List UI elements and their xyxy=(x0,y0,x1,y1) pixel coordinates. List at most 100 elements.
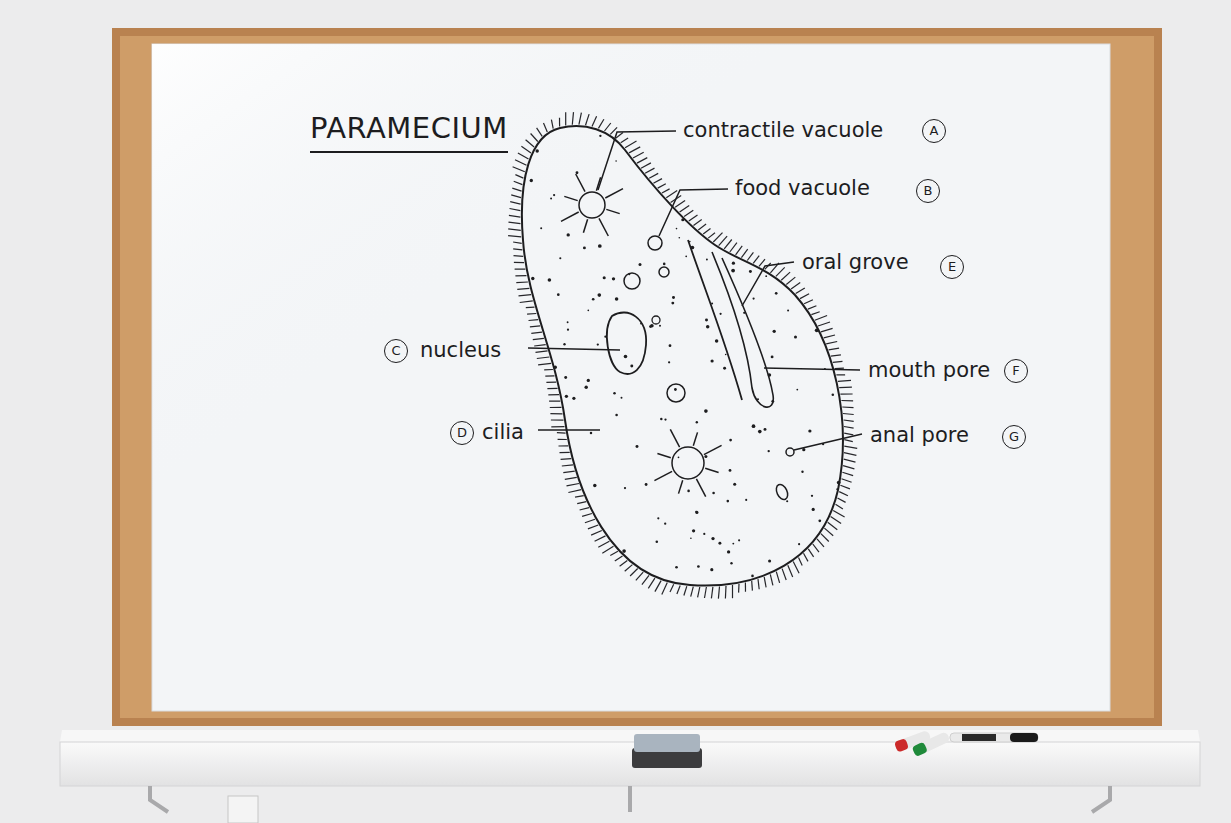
cilium xyxy=(719,236,727,246)
cilium xyxy=(513,242,522,243)
wall-outlet xyxy=(228,796,258,823)
cilium xyxy=(741,249,747,258)
cytoplasm-dot xyxy=(557,293,560,296)
cilium xyxy=(582,514,592,517)
cytoplasm-dot xyxy=(691,246,695,250)
cytoplasm-dot xyxy=(550,198,552,200)
cilium xyxy=(565,477,577,479)
part-label: mouth pore xyxy=(868,360,990,381)
cilium xyxy=(844,459,856,462)
cytoplasm-dot xyxy=(678,456,680,458)
cytoplasm-dot xyxy=(587,309,589,311)
cytoplasm-dot xyxy=(567,233,570,236)
cytoplasm-dot xyxy=(704,409,708,413)
cilium xyxy=(514,255,524,257)
cytoplasm-dot xyxy=(553,194,555,196)
cytoplasm-dot xyxy=(727,500,730,503)
radial-canal xyxy=(705,468,718,472)
cytoplasm-dot xyxy=(645,483,648,486)
cilium xyxy=(605,123,611,131)
cilium xyxy=(514,262,524,264)
cilium xyxy=(843,414,854,415)
cytoplasm-dot xyxy=(672,296,675,299)
cytoplasm-dot xyxy=(678,237,680,239)
cytoplasm-dot xyxy=(764,428,767,431)
cytoplasm-dot xyxy=(732,262,735,265)
cilium xyxy=(824,335,835,338)
cilium xyxy=(842,472,853,475)
cilium xyxy=(534,345,546,346)
cilium xyxy=(549,401,560,402)
cytoplasm-dot xyxy=(690,537,692,539)
cytoplasm-dot xyxy=(650,324,654,328)
cytoplasm-dot xyxy=(733,483,736,486)
cilium xyxy=(520,301,533,303)
cytoplasm-dot xyxy=(636,445,639,448)
cytoplasm-dot xyxy=(710,568,713,571)
cilium xyxy=(575,496,584,498)
cilium xyxy=(662,189,670,193)
cilium xyxy=(513,249,522,250)
shelf-bracket xyxy=(1092,786,1110,812)
cilium xyxy=(843,466,854,469)
leader-line xyxy=(598,131,676,190)
cytoplasm-dot xyxy=(812,508,815,511)
cilium xyxy=(550,413,562,414)
cilium xyxy=(658,184,666,188)
cytoplasm-dot xyxy=(613,392,616,395)
oral-groove-line xyxy=(688,240,742,400)
cilium xyxy=(711,587,713,599)
cytoplasm-dot xyxy=(725,354,727,356)
cilium xyxy=(615,556,623,561)
cilium xyxy=(670,584,674,592)
cilium xyxy=(598,541,609,547)
cytoplasm-dot xyxy=(808,429,811,432)
cilium xyxy=(621,138,628,143)
part-label: nucleus xyxy=(420,340,501,361)
cytoplasm-dot xyxy=(572,397,575,400)
cytoplasm-dot xyxy=(765,275,767,277)
cilium xyxy=(588,525,598,529)
cytoplasm-dot xyxy=(622,549,626,553)
cilium xyxy=(680,205,690,212)
cytoplasm-dot xyxy=(576,171,579,174)
cilium xyxy=(531,134,538,142)
cytoplasm-dot xyxy=(697,565,700,568)
callout-letter: B xyxy=(916,179,940,203)
cytoplasm-dot xyxy=(659,325,661,327)
cilium xyxy=(565,112,566,125)
cytoplasm-dot xyxy=(696,421,698,423)
cytoplasm-dot xyxy=(587,379,590,382)
cytoplasm-dot xyxy=(753,298,755,300)
cilium xyxy=(559,118,560,127)
cilium xyxy=(745,583,746,592)
cilium xyxy=(675,201,685,208)
cytoplasm-dot xyxy=(768,450,770,452)
radial-canal xyxy=(679,480,683,493)
cilium xyxy=(796,288,805,294)
part-label: anal pore xyxy=(870,425,969,446)
radial-canal xyxy=(670,429,679,447)
cytoplasm-dot xyxy=(663,263,666,266)
cilium xyxy=(782,569,786,580)
leader-line xyxy=(794,434,862,450)
cytoplasm-dot xyxy=(593,484,596,487)
cilium xyxy=(637,158,647,164)
cytoplasm-dot xyxy=(727,550,730,553)
cytoplasm-dot xyxy=(712,492,715,495)
cytoplasm-dot xyxy=(718,542,721,545)
cytoplasm-dot xyxy=(749,270,752,273)
cilium xyxy=(561,458,572,460)
cytoplasm-dot xyxy=(818,519,821,522)
cilium xyxy=(829,348,840,350)
cilium xyxy=(800,294,809,299)
cytoplasm-dot xyxy=(604,336,606,338)
cytoplasm-dot xyxy=(794,335,797,338)
cytoplasm-dot xyxy=(657,517,659,519)
cytoplasm-dot xyxy=(656,541,659,544)
leader-line xyxy=(528,348,620,350)
contractile-vacuole xyxy=(579,192,605,218)
cork-border xyxy=(120,36,1154,718)
part-label: contractile vacuole xyxy=(683,120,883,141)
